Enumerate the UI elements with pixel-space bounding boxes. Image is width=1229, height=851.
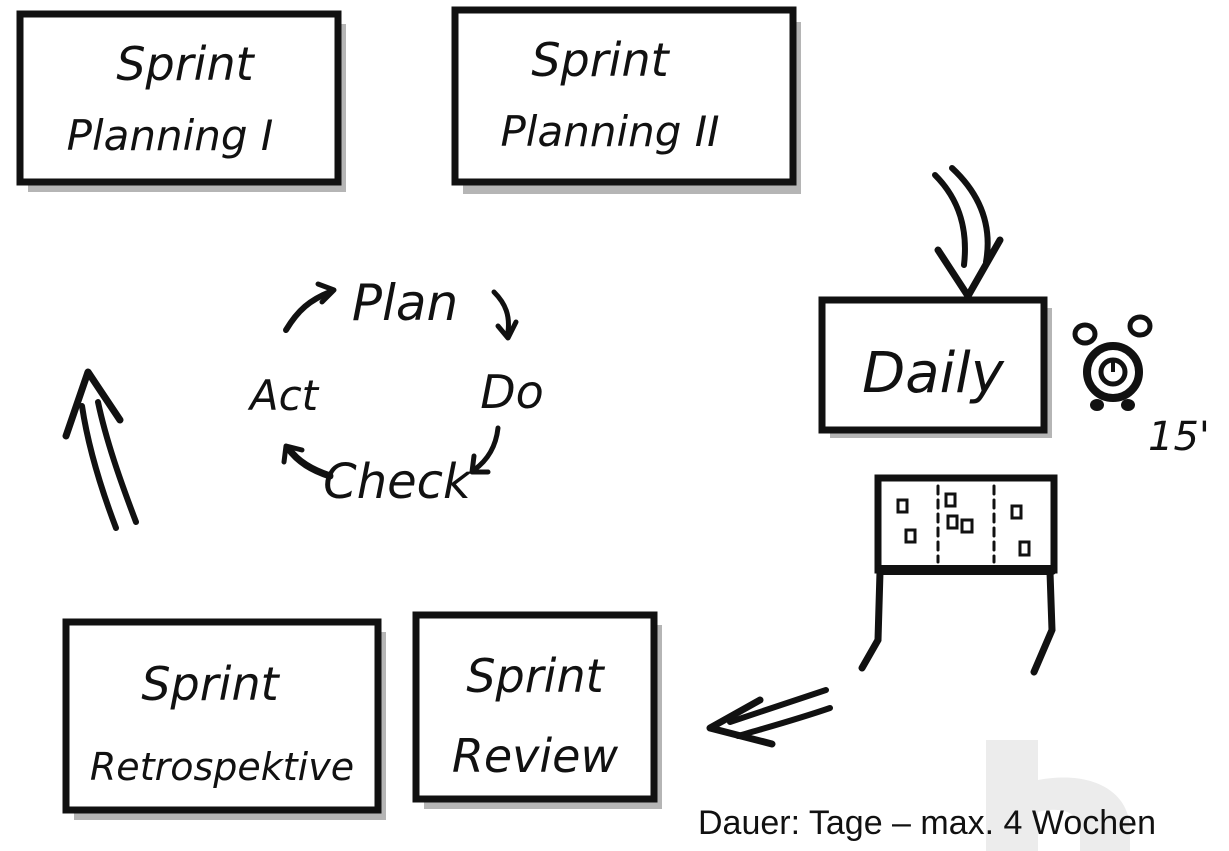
sprint-planning-1-line2: Planning I: [67, 111, 274, 160]
sprint-planning-2-line2: Planning II: [500, 107, 719, 156]
pdca-act-label: Act: [247, 371, 320, 420]
duration-caption: Dauer: Tage – max. 4 Wochen: [698, 804, 1157, 842]
sprint-review-line2: Review: [452, 729, 619, 783]
pdca-plan-label: Plan: [352, 274, 458, 332]
arrow-to-daily-icon: [932, 165, 1004, 300]
sprint-review-box: Sprint Review: [412, 611, 662, 809]
sprint-planning-1-box: Sprint Planning I: [16, 10, 346, 192]
pdca-do-label: Do: [480, 365, 544, 419]
watermark-logo: [986, 740, 1130, 851]
pdca-check-label: Check: [323, 454, 473, 510]
timer-label: 15': [1148, 414, 1210, 460]
daily-box: Daily: [818, 296, 1052, 438]
cycle-arrow-do-to-check-icon: [469, 425, 501, 475]
cycle-arrow-check-to-act-icon: [281, 443, 334, 480]
sprint-planning-1-line1: Sprint: [116, 37, 255, 91]
cycle-arrow-plan-to-do-icon: [491, 289, 519, 341]
sprint-retrospective-box: Sprint Retrospektive: [62, 618, 386, 820]
task-board-icon: [858, 474, 1058, 676]
sprint-retrospective-line1: Sprint: [141, 657, 280, 711]
sprint-planning-2-box: Sprint Planning II: [451, 6, 801, 194]
cycle-arrow-act-to-plan-icon: [283, 281, 337, 333]
sprint-retrospective-line2: Retrospektive: [90, 745, 354, 789]
sprint-planning-2-line1: Sprint: [531, 33, 670, 87]
sprint-review-line1: Sprint: [466, 649, 605, 703]
arrow-to-planning-icon: [62, 368, 139, 531]
arrow-to-review-icon: [706, 687, 833, 748]
pdca-cycle: Plan Do Check Act: [247, 274, 544, 510]
daily-label: Daily: [862, 341, 1005, 406]
alarm-clock-icon: [1072, 314, 1153, 411]
